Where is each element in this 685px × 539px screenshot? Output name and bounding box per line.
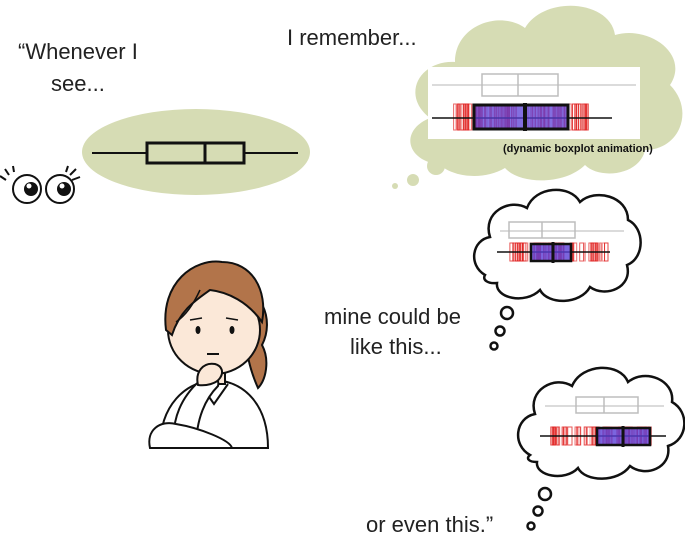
caption-even: or even this.”: [366, 512, 494, 537]
jitter-mark: [458, 103, 465, 131]
jitter-mark: [457, 103, 460, 131]
plain-boxplot-blob: [82, 109, 310, 195]
caption-mine-line2: like this...: [350, 334, 442, 359]
memory-cloud: [392, 5, 683, 189]
jitter-mark: [453, 103, 457, 131]
thought-bubble-2: [516, 366, 685, 531]
thinking-girl-illustration: [148, 260, 270, 449]
caption-whenever-line1: “Whenever I: [18, 39, 138, 64]
animation-note: (dynamic boxplot animation): [503, 143, 653, 155]
jitter-mark: [574, 103, 580, 131]
caption-mine-line1: mine could be: [324, 304, 461, 329]
caption-whenever-line2: see...: [51, 71, 105, 96]
thought-bubble-1: [473, 188, 642, 351]
jitter-mark: [582, 103, 587, 131]
jitter-mark: [463, 103, 467, 131]
eyes-icon: [0, 165, 81, 204]
jitter-mark: [457, 103, 461, 131]
jitter-mark: [467, 103, 472, 131]
caption-remember: I remember...: [287, 25, 417, 50]
